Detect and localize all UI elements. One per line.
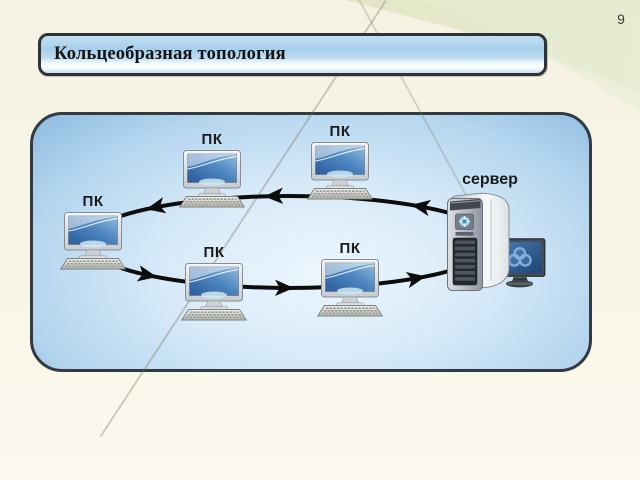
arrowhead [405, 271, 426, 289]
pc-label: ПК [329, 123, 351, 140]
node-pc-left: ПК [59, 193, 127, 275]
node-pc-top: ПК [306, 123, 374, 205]
node-pc-bottom-right: ПК [316, 240, 384, 322]
arrowhead [146, 197, 167, 214]
arrowhead [264, 187, 284, 205]
pc-label: ПК [201, 131, 223, 148]
server-tower-icon [447, 192, 510, 292]
arrowhead [274, 279, 294, 297]
arrowhead [411, 199, 432, 217]
ring-arrowheads [136, 187, 432, 297]
server-label: сервер [462, 171, 518, 188]
pc-icon [306, 142, 374, 200]
node-server: сервер [437, 171, 546, 303]
pc-icon [59, 212, 127, 270]
pc-label: ПК [203, 244, 225, 261]
node-pc-upper-left: ПК [178, 131, 246, 213]
pc-icon [316, 259, 384, 317]
pc-icon [180, 263, 248, 321]
node-pc-bottom-left: ПК [180, 244, 248, 326]
pc-label: ПК [339, 240, 361, 257]
pc-icon [178, 150, 246, 208]
slide-title: Кольцеобразная топология [54, 44, 286, 64]
pc-label: ПК [82, 193, 104, 210]
arrowhead [136, 265, 157, 282]
slide-title-bar: Кольцеобразная топология [38, 33, 547, 76]
page-number: 9 [617, 11, 625, 27]
